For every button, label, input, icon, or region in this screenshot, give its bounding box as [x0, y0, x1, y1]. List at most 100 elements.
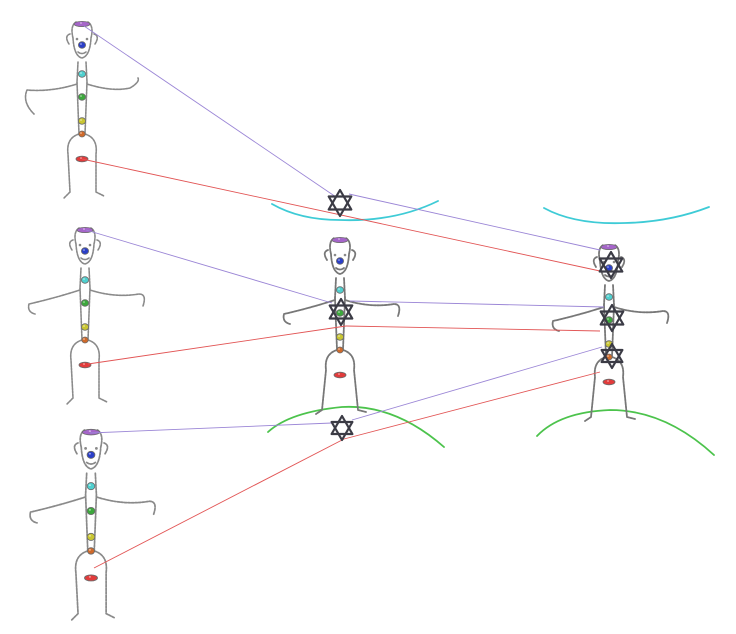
throat-chakra-highlight	[83, 278, 85, 280]
figures-layer	[24, 21, 670, 621]
violet-line-6	[351, 346, 603, 421]
arms-outline	[24, 77, 140, 115]
sacral-chakra-highlight	[607, 355, 609, 357]
sky-arc-right	[543, 206, 710, 225]
star-right-sacral	[600, 342, 624, 370]
solar-plexus-chakra	[86, 532, 96, 541]
root-chakra-highlight	[338, 373, 340, 375]
star-center-top	[327, 188, 353, 218]
sacral-chakra-highlight	[338, 348, 340, 350]
ears-outline	[65, 33, 99, 45]
neck-outline	[334, 277, 346, 299]
solar-plexus-chakra-highlight	[83, 325, 85, 327]
legs-outline	[66, 339, 108, 405]
red-line-4	[93, 438, 345, 569]
root-chakra	[602, 378, 616, 386]
sacral-chakra-highlight	[83, 338, 85, 340]
heart-chakra	[336, 309, 344, 317]
torso-outline	[84, 493, 98, 552]
arms-outline	[29, 496, 156, 524]
red-line-5	[343, 371, 601, 440]
legs-outline	[70, 550, 116, 621]
eye-right	[88, 243, 92, 247]
throat-chakra-highlight	[80, 72, 82, 74]
heart-chakra-highlight	[607, 318, 609, 320]
heart-chakra	[78, 93, 86, 101]
third-eye-chakra	[81, 247, 89, 255]
throat-chakra	[605, 293, 613, 301]
neck-outline	[84, 472, 98, 496]
crown-chakra-highlight	[88, 430, 91, 432]
crown-chakra	[81, 428, 101, 436]
torso-outline	[76, 81, 88, 135]
figure-left-bottom	[29, 428, 156, 621]
third-eye-chakra-highlight	[83, 249, 85, 251]
sky-arc-center	[271, 200, 439, 222]
hexagram-icon	[599, 310, 625, 333]
eye-right	[343, 253, 347, 257]
ears-outline	[68, 239, 102, 251]
hexagram-icon	[328, 297, 354, 320]
arcs-layer	[267, 200, 715, 456]
head-outline	[79, 429, 103, 470]
solar-plexus-chakra-highlight	[80, 119, 82, 121]
mouth	[335, 267, 345, 271]
head-outline	[71, 21, 93, 59]
crown-chakra-highlight	[80, 22, 82, 24]
root-chakra-highlight	[88, 576, 91, 578]
throat-chakra-highlight	[607, 295, 609, 297]
connectors-layer	[81, 25, 605, 569]
hexagram-icon	[598, 250, 624, 273]
heart-chakra-highlight	[80, 95, 82, 97]
head-outline	[74, 227, 96, 265]
third-eye-chakra	[336, 257, 344, 265]
stars-layer	[327, 188, 625, 442]
arms-outline	[282, 299, 401, 325]
sacral-chakra-highlight	[80, 132, 82, 134]
root-chakra	[333, 371, 347, 379]
ears-outline	[592, 256, 626, 268]
throat-chakra-highlight	[338, 288, 340, 290]
legs-outline	[315, 349, 367, 415]
crown-chakra-highlight	[607, 245, 609, 247]
star-right-eye	[598, 250, 624, 280]
mouth	[80, 257, 90, 261]
throat-chakra	[78, 70, 86, 78]
throat-chakra	[81, 276, 89, 284]
arms-outline	[551, 306, 670, 332]
torso-outline	[79, 287, 91, 341]
third-eye-chakra-highlight	[88, 452, 91, 455]
third-eye-chakra	[78, 41, 86, 49]
crown-chakra-highlight	[338, 238, 340, 240]
eye-right	[612, 260, 616, 264]
throat-chakra-highlight	[88, 484, 91, 486]
red-line-2	[87, 325, 347, 365]
eye-right	[85, 37, 89, 41]
eye-left	[75, 37, 79, 41]
hexagram-icon	[600, 342, 624, 364]
third-eye-chakra-highlight	[338, 259, 340, 261]
sacral-chakra	[336, 346, 344, 354]
solar-plexus-chakra	[78, 117, 86, 125]
star-center-ground	[330, 414, 354, 442]
root-chakra-highlight	[80, 157, 82, 159]
mouth	[85, 461, 97, 465]
violet-line-1	[83, 25, 337, 198]
third-eye-chakra	[86, 450, 96, 459]
hexagram-icon	[600, 348, 624, 370]
sacral-chakra	[81, 336, 89, 344]
hexagram-icon	[330, 420, 354, 442]
heart-chakra	[86, 507, 96, 515]
ground-arc-center	[267, 405, 445, 448]
eye-left	[333, 253, 337, 257]
solar-plexus-chakra	[81, 323, 89, 331]
star-center-heart	[328, 297, 354, 327]
ears-outline	[323, 249, 357, 261]
neck-outline	[76, 61, 88, 83]
red-line-3	[345, 325, 601, 332]
third-eye-chakra-highlight	[80, 43, 82, 45]
violet-line-2	[348, 193, 601, 251]
crown-chakra	[73, 21, 91, 27]
